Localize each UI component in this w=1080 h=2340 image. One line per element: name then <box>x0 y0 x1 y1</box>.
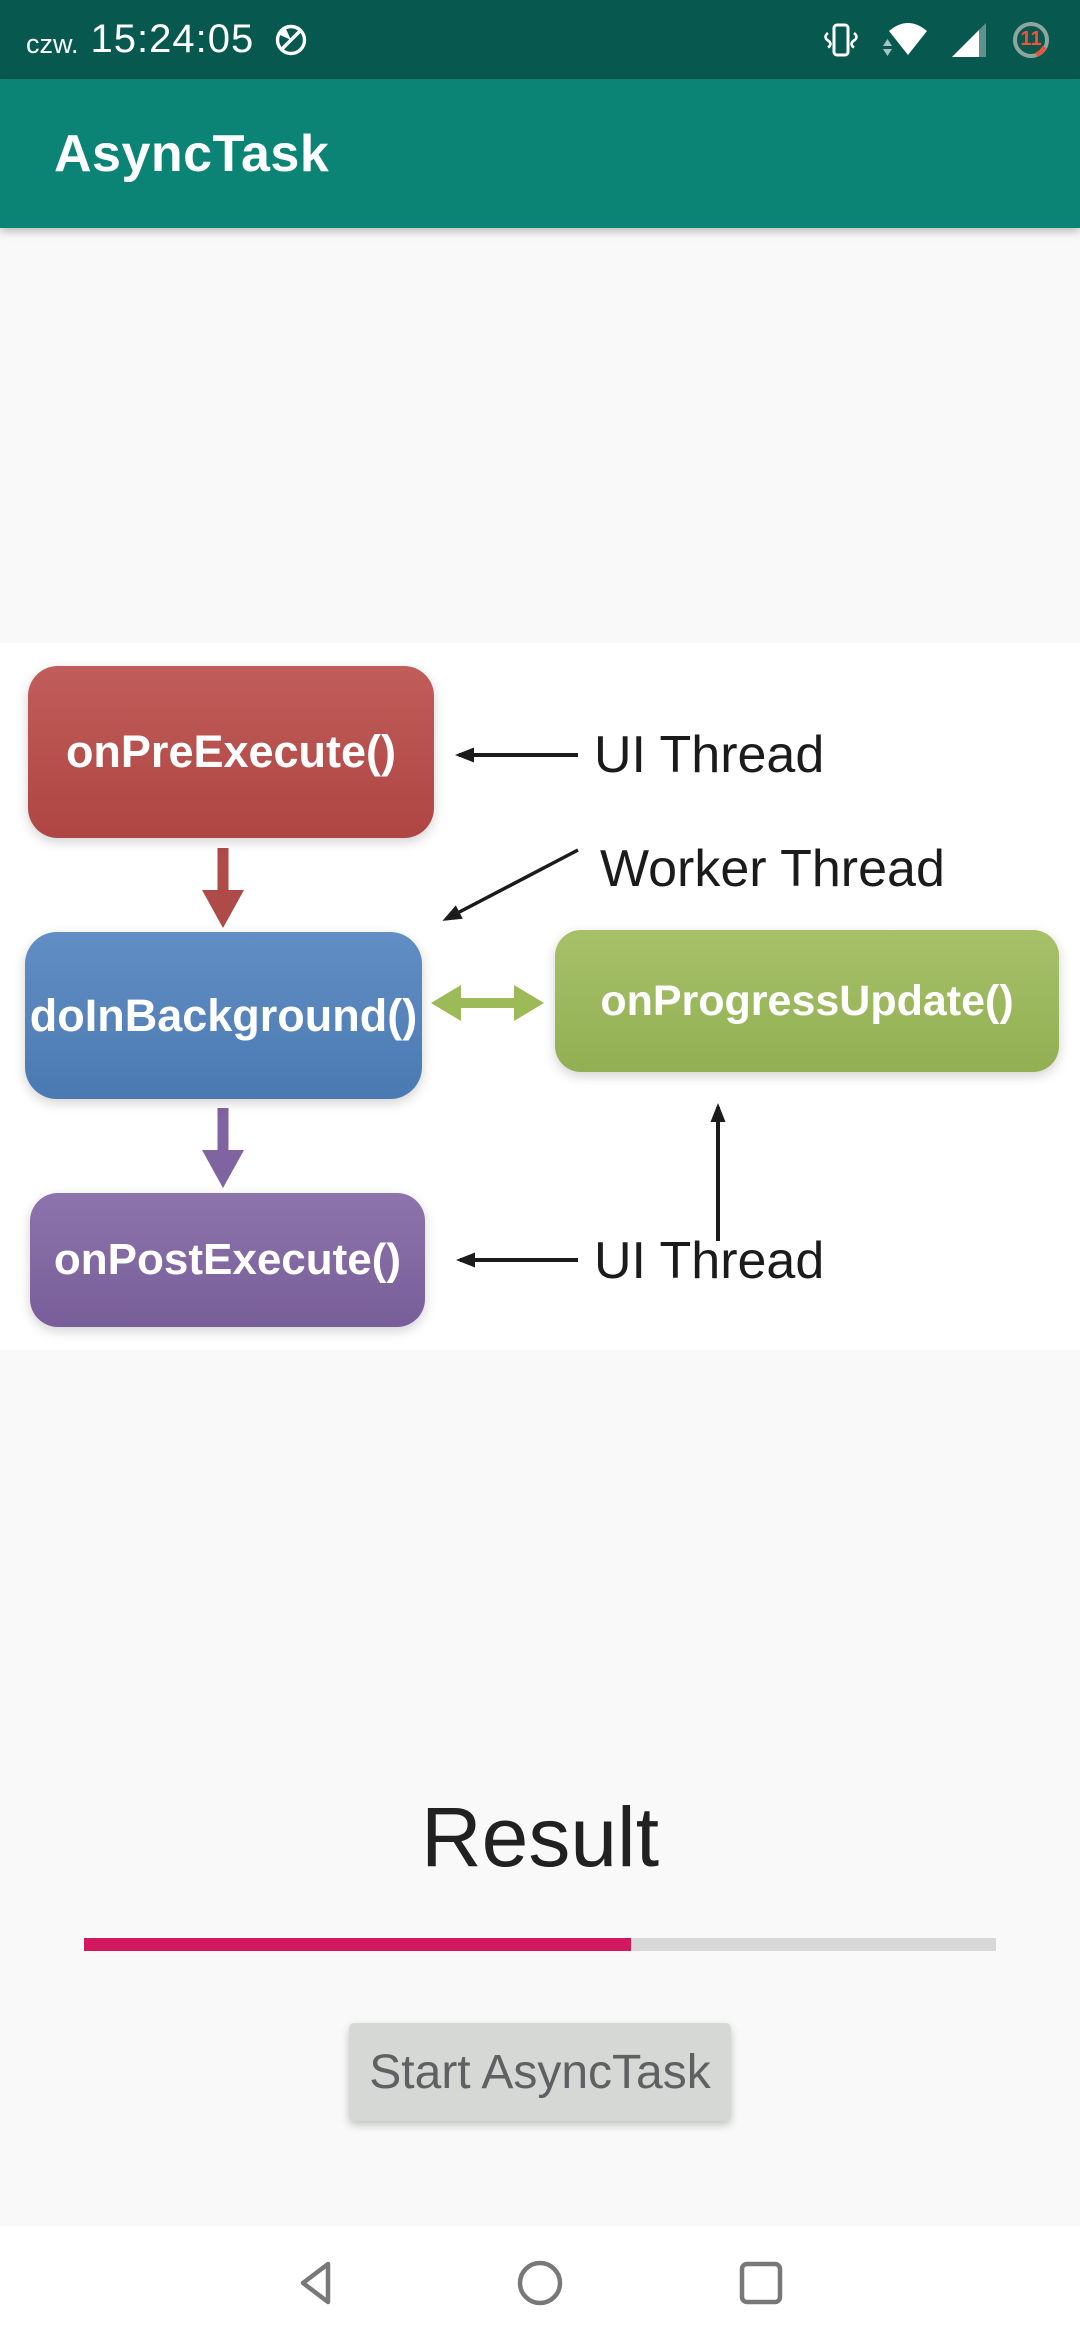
diagram-box-onpreexecute: onPreExecute() <box>28 666 434 838</box>
battery-ring <box>1013 21 1049 58</box>
progress-fill <box>84 1938 632 1951</box>
recents-icon[interactable] <box>733 2255 789 2311</box>
label-ui-thread-bottom: UI Thread <box>594 1232 825 1290</box>
data-saver-icon <box>276 24 307 55</box>
vibrate-icon <box>824 23 858 56</box>
start-asynctask-button[interactable]: Start AsyncTask <box>349 2023 731 2121</box>
status-clock: 15:24:05 <box>90 17 255 61</box>
diagram-box-onprogressupdate: onProgressUpdate() <box>555 930 1059 1072</box>
label-worker-thread: Worker Thread <box>600 840 945 898</box>
wifi-icon <box>883 22 927 56</box>
navigation-bar <box>0 2226 1080 2340</box>
app-title: AsyncTask <box>54 124 330 183</box>
status-right-group: 11 <box>818 17 1054 63</box>
diagram-box-onpostexecute: onPostExecute() <box>30 1193 425 1327</box>
status-bar: czw. 15:24:05 <box>0 0 1080 79</box>
back-icon[interactable] <box>290 2255 346 2311</box>
cell-signal-icon <box>952 22 986 57</box>
battery-level: 11 <box>1020 28 1042 50</box>
progress-bar <box>84 1938 996 1951</box>
asynctask-lifecycle-diagram: onPreExecute() doInBackground() onPostEx… <box>0 643 1080 1350</box>
home-icon[interactable] <box>512 2255 568 2311</box>
diagram-arrows <box>202 747 726 1268</box>
result-text: Result <box>420 1790 660 1884</box>
label-ui-thread-top: UI Thread <box>594 726 825 784</box>
battery-icon: 11 <box>1008 17 1054 63</box>
diagram-box-doinbackground: doInBackground() <box>25 932 422 1099</box>
app-bar: AsyncTask <box>0 79 1080 228</box>
status-left-group: czw. 15:24:05 <box>26 17 310 62</box>
status-date: czw. <box>26 29 79 59</box>
